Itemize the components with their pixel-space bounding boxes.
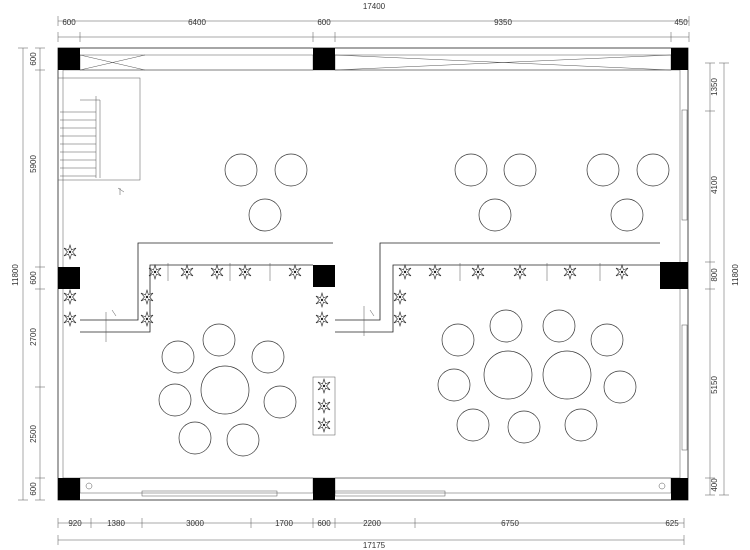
chair — [158, 383, 192, 417]
plant-icon — [513, 264, 527, 280]
plant-icon — [317, 417, 331, 433]
plant-icon — [393, 289, 407, 305]
chair — [610, 198, 644, 232]
round-table — [542, 350, 592, 400]
chair — [636, 153, 670, 187]
dim-bottom-7: 6750 — [501, 519, 519, 528]
dim-bottom-4: 1700 — [275, 519, 293, 528]
structural-columns — [58, 48, 688, 500]
plant-icon — [393, 311, 407, 327]
dim-top-1: 600 — [62, 18, 76, 27]
dim-bottom-6: 2200 — [363, 519, 381, 528]
plant-icon — [238, 264, 252, 280]
dim-left-6: 600 — [29, 482, 38, 496]
plant-icon — [317, 378, 331, 394]
plant-icon — [140, 311, 154, 327]
chair — [437, 368, 471, 402]
chair — [603, 370, 637, 404]
plant-icon — [63, 244, 77, 260]
dim-right-1: 1350 — [710, 78, 719, 96]
chair — [178, 421, 212, 455]
plant-icon — [63, 311, 77, 327]
chair — [489, 309, 523, 343]
dim-right-3: 800 — [710, 268, 719, 282]
dim-left-3: 600 — [29, 271, 38, 285]
round-table — [200, 365, 250, 415]
dim-bottom-2: 1380 — [107, 519, 125, 528]
chair — [454, 153, 488, 187]
plant-icon — [317, 398, 331, 414]
dim-left-1: 600 — [29, 52, 38, 66]
plant-icon — [563, 264, 577, 280]
chair — [202, 323, 236, 357]
dimension-ticks — [18, 16, 729, 545]
plant-icon — [63, 289, 77, 305]
chair — [251, 340, 285, 374]
chair — [564, 408, 598, 442]
dim-right-total: 11800 — [731, 264, 740, 286]
plant-icon — [615, 264, 629, 280]
dim-left-2: 5900 — [29, 155, 38, 173]
chair — [263, 385, 297, 419]
chair — [586, 153, 620, 187]
chair — [478, 198, 512, 232]
chair — [590, 323, 624, 357]
dim-left-4: 2700 — [29, 328, 38, 346]
dim-top-5: 450 — [674, 18, 688, 27]
chair — [456, 408, 490, 442]
partition-walls — [80, 242, 660, 436]
plant-icon — [210, 264, 224, 280]
dim-right-5: 400 — [710, 478, 719, 492]
chair — [503, 153, 537, 187]
dim-bottom-total: 17175 — [363, 541, 386, 550]
dim-right-4: 5150 — [710, 376, 719, 394]
plant-icon — [288, 264, 302, 280]
plant-icon — [428, 264, 442, 280]
dim-top-3: 600 — [317, 18, 331, 27]
plant-icon — [180, 264, 194, 280]
plant-icon — [398, 264, 412, 280]
dim-top-4: 9350 — [494, 18, 512, 27]
dim-bottom-1: 920 — [68, 519, 82, 528]
chair — [248, 198, 282, 232]
dimension-lines — [22, 20, 725, 541]
dim-left-total: 11800 — [11, 264, 20, 286]
chair — [226, 423, 260, 457]
plant-icon — [140, 289, 154, 305]
chair — [507, 410, 541, 444]
plant-icon — [315, 292, 329, 308]
chair — [274, 153, 308, 187]
staircase — [57, 77, 141, 195]
chair — [161, 340, 195, 374]
dim-left-5: 2500 — [29, 425, 38, 443]
dim-bottom-3: 3000 — [186, 519, 204, 528]
dim-bottom-5: 600 — [317, 519, 331, 528]
chair — [441, 323, 475, 357]
plant-icon — [148, 264, 162, 280]
dim-top-2: 6400 — [188, 18, 206, 27]
plant-icon — [471, 264, 485, 280]
round-table — [483, 350, 533, 400]
planters — [63, 244, 629, 433]
chair — [224, 153, 258, 187]
dining-tables — [158, 153, 670, 457]
dim-right-2: 4100 — [710, 176, 719, 194]
plant-icon — [315, 311, 329, 327]
dim-top-total: 17400 — [363, 2, 386, 11]
dim-bottom-8: 625 — [665, 519, 679, 528]
chair — [542, 309, 576, 343]
